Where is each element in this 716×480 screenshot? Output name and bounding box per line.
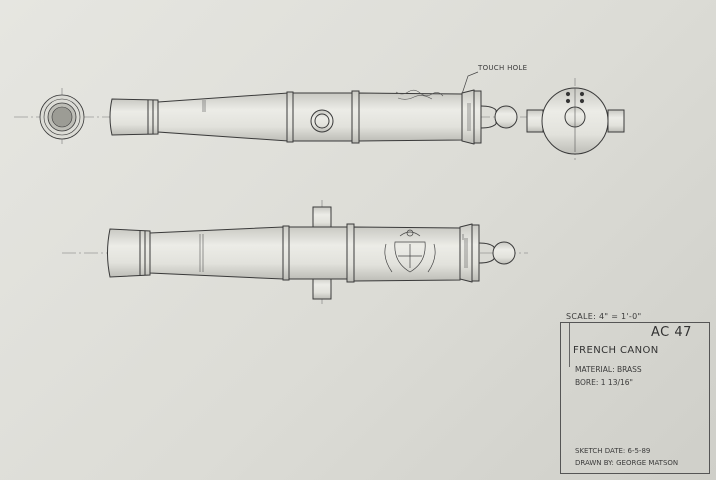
- top-muzzle: [109, 98, 159, 136]
- side-cascabel-knob: [492, 241, 516, 265]
- touch-hole-leader: [461, 71, 479, 95]
- title-block: AC 47 FRENCH CANON MATERIAL: BRASS BORE:…: [560, 322, 710, 474]
- scale-label: SCALE: 4" = 1'-0": [566, 312, 642, 321]
- top-chase: [157, 92, 289, 142]
- side-chase: [149, 226, 284, 280]
- side-ring-2: [346, 223, 355, 283]
- side-engraving-bands: [199, 234, 468, 272]
- top-engraving: [202, 89, 471, 131]
- drawing-number: AC 47: [651, 325, 692, 340]
- muzzle-end-view: [39, 88, 85, 145]
- top-base-ring: [473, 90, 482, 144]
- top-first-reinforce: [358, 92, 463, 142]
- breech-trunnion-right: [607, 109, 625, 133]
- title-block-divider: [569, 323, 570, 367]
- side-trunnion-bottom: [312, 276, 332, 300]
- side-base-ring: [471, 224, 480, 282]
- touch-hole-callout: TOUCH HOLE: [478, 64, 528, 72]
- side-muzzle: [107, 228, 151, 278]
- breech-trunnion-left: [526, 109, 544, 133]
- top-ring-1: [286, 91, 294, 143]
- drawing-title: FRENCH CANON: [573, 345, 659, 356]
- bore-label: BORE: 1 13/16": [575, 378, 633, 387]
- top-ring-2: [351, 90, 360, 144]
- side-view: [62, 200, 528, 305]
- coat-of-arms-engraving: [384, 229, 436, 273]
- side-second-reinforce: [288, 226, 348, 280]
- side-ring-1: [282, 225, 290, 281]
- top-view: [14, 71, 545, 145]
- breech-end-view: [526, 78, 625, 160]
- sketch-date: SKETCH DATE: 6-5-89: [575, 447, 651, 455]
- drawn-by: DRAWN BY: GEORGE MATSON: [575, 459, 679, 467]
- top-trunnion: [310, 109, 334, 133]
- top-cascabel-knob: [494, 105, 518, 129]
- side-trunnion-top: [312, 206, 332, 230]
- side-first-reinforce: [353, 226, 461, 282]
- material-label: MATERIAL: BRASS: [575, 365, 642, 374]
